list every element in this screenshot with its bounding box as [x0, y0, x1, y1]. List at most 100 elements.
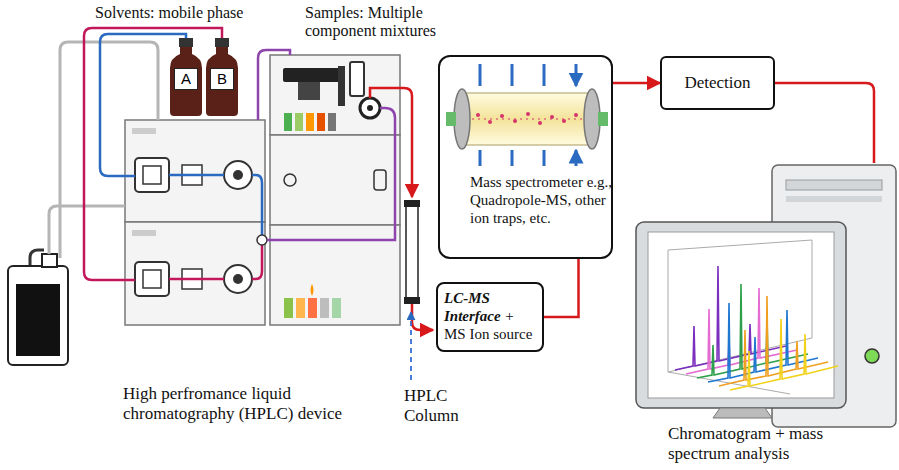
pump-module — [224, 161, 252, 189]
pump-module — [143, 166, 161, 184]
pump-module — [132, 230, 156, 236]
autosampler-tower — [284, 298, 293, 318]
chromatogram-plot — [730, 319, 838, 390]
autosampler-tower — [311, 284, 314, 296]
tubing — [169, 278, 224, 281]
autosampler-tower — [270, 55, 400, 325]
tubing — [60, 42, 158, 258]
tubing — [258, 50, 290, 120]
hplc-column — [406, 205, 418, 298]
mass-analyzer-drawing — [513, 119, 517, 123]
bottle-label: A — [174, 68, 198, 90]
autosampler-tower — [317, 113, 325, 131]
solvent-jug — [8, 250, 68, 365]
autosampler-tower — [320, 298, 329, 318]
autosampler-tower — [306, 113, 314, 131]
node-text: Mass spectrometer e.g., Quadropole-MS, o… — [470, 173, 620, 227]
tubing — [49, 28, 395, 280]
autosampler-tower — [295, 113, 303, 131]
signal-connector — [613, 82, 660, 85]
bottle-cap — [179, 38, 193, 47]
mass-analyzer-drawing — [476, 113, 480, 117]
mass-analyzer-drawing — [472, 119, 584, 120]
autosampler-tower — [332, 298, 341, 318]
pump-module — [125, 120, 265, 222]
computer — [786, 196, 882, 202]
solvent-bottle: B — [204, 38, 240, 116]
hplc-column — [412, 304, 433, 330]
computer — [775, 83, 874, 163]
pump-module — [135, 158, 169, 192]
mass-analyzer-drawing — [598, 112, 608, 126]
computer — [636, 83, 896, 427]
annotation-label: High perfromance liquid chromatography (… — [123, 384, 368, 423]
hplc-column — [404, 297, 420, 304]
pump-module — [143, 270, 161, 288]
node-text: Detection — [684, 73, 750, 93]
bottle-body — [170, 46, 202, 116]
chromatogram-plot — [708, 303, 818, 382]
bottle-cap — [215, 38, 229, 47]
pump-module — [233, 170, 243, 180]
pump-module — [125, 222, 265, 325]
mass-analyzer-drawing — [454, 89, 470, 149]
autosampler-tower — [284, 113, 292, 131]
autosampler-tower — [270, 135, 400, 225]
autosampler-tower — [298, 82, 320, 100]
annotation-label: Solvents: mobile phase — [95, 4, 305, 22]
detection-box: Detection — [660, 56, 775, 110]
annotation-label: HPLC Column — [404, 386, 466, 425]
annotation-label: Samples: Multiple component mixtures — [305, 4, 445, 41]
mass-analyzer-drawing — [562, 119, 566, 123]
pump-module — [132, 128, 156, 134]
chromatogram-plot — [668, 240, 838, 394]
autosampler-tower — [283, 68, 345, 82]
mass-analyzer-drawing — [480, 150, 576, 166]
tubing — [49, 206, 125, 254]
mass-analyzer-drawing — [584, 89, 600, 149]
tubing — [84, 28, 222, 280]
tubing — [252, 245, 262, 279]
autosampler-tower — [350, 62, 364, 96]
computer — [713, 408, 772, 418]
hplc-column — [404, 200, 420, 207]
autosampler-tower — [374, 170, 386, 190]
node-text: MS Ion source — [444, 325, 536, 343]
autosampler-tower — [296, 298, 305, 318]
autosampler-tower — [338, 66, 345, 106]
autosampler-tower — [360, 98, 380, 118]
tubing — [257, 235, 267, 245]
signal-connector — [544, 259, 579, 317]
mass-analyzer-drawing — [446, 112, 456, 126]
pump-module — [125, 120, 265, 325]
mass-analyzer-drawing — [446, 64, 608, 166]
tubing — [267, 108, 395, 240]
mass-analyzer-drawing — [488, 120, 492, 124]
solvent-jug — [42, 254, 57, 267]
autosampler-tower — [367, 105, 373, 111]
computer — [865, 349, 879, 363]
autosampler-tower — [328, 113, 336, 131]
mass-spectrometer-box: Mass spectrometer e.g., Quadropole-MS, o… — [438, 55, 613, 259]
node-text: LC-MS Interface — [444, 290, 501, 324]
autosampler-tower — [270, 55, 400, 135]
computer — [786, 180, 882, 190]
mass-analyzer-drawing — [574, 113, 578, 117]
autosampler-tower — [284, 174, 296, 186]
mass-analyzer-drawing — [500, 114, 504, 118]
solvent-jug — [16, 284, 60, 356]
solvent-bottle: A — [168, 38, 204, 116]
pump-module — [233, 274, 243, 284]
mass-analyzer-drawing — [462, 93, 592, 145]
hplc-column — [370, 88, 433, 380]
solvent-jug — [8, 266, 68, 365]
tubing — [252, 175, 262, 235]
bottle-label: B — [210, 68, 234, 90]
chromatogram-plot — [675, 266, 786, 370]
mass-analyzer-drawing — [550, 115, 554, 119]
autosampler-tower — [308, 298, 317, 318]
pump-module — [135, 262, 169, 296]
hplc-column — [370, 88, 412, 197]
interface-box: LC-MS Interface+MS Ion source — [436, 282, 544, 352]
